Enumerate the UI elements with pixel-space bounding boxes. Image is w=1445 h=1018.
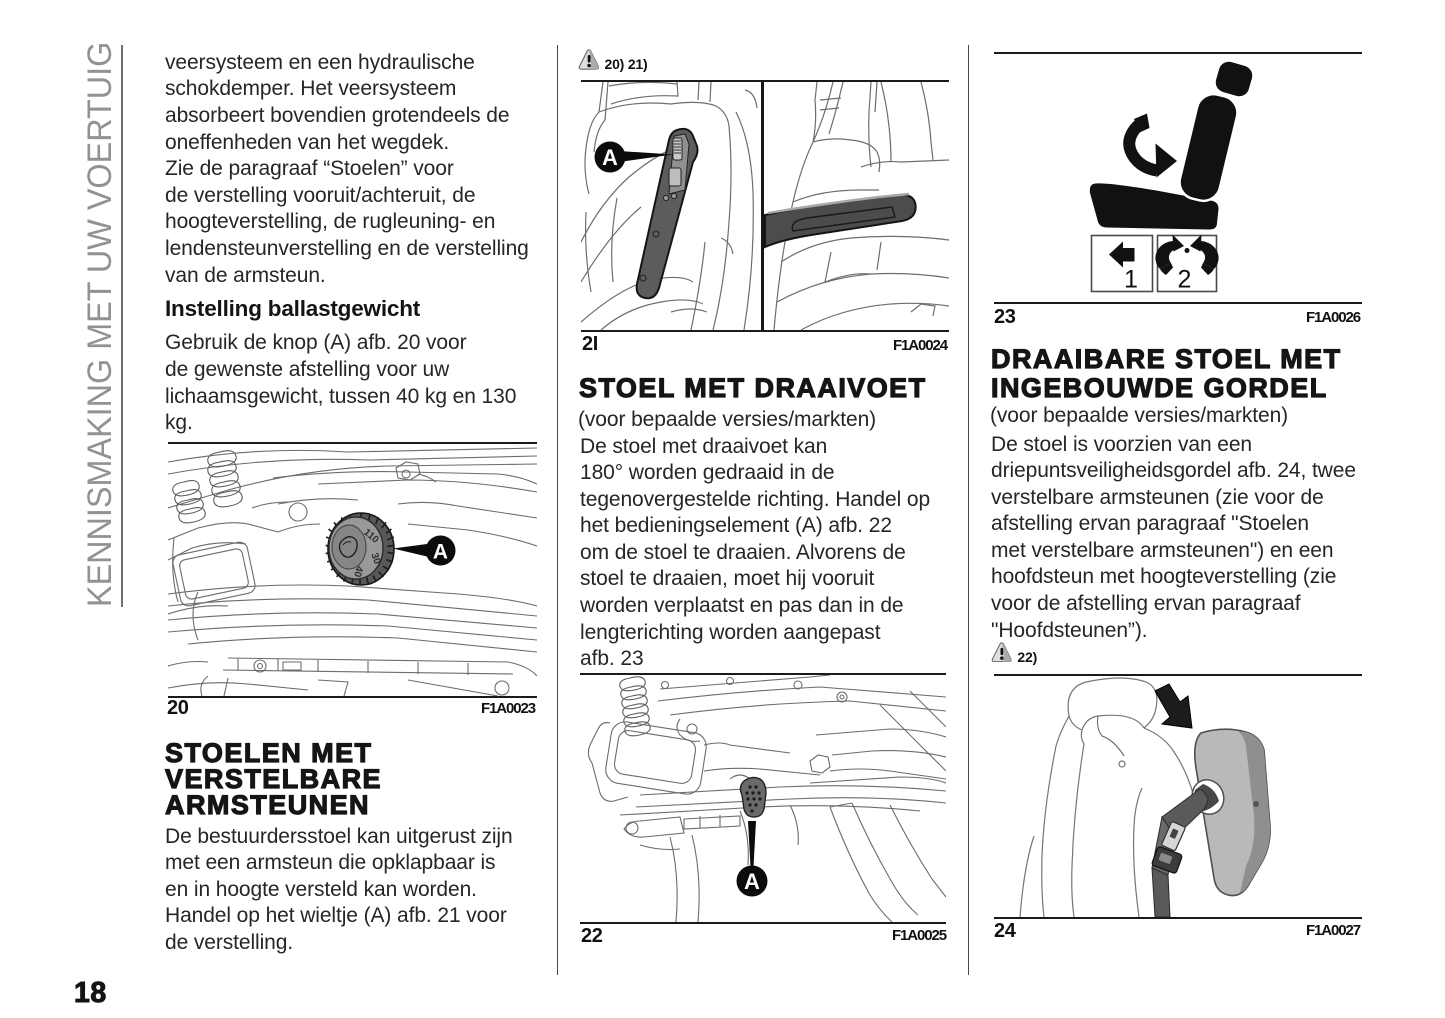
svg-text:30: 30 — [368, 552, 382, 566]
svg-text:A: A — [433, 541, 448, 564]
svg-text:A: A — [744, 869, 760, 894]
svg-text:2: 2 — [1178, 266, 1192, 294]
svg-text:A: A — [602, 145, 618, 170]
svg-text:1: 1 — [1124, 266, 1138, 294]
svg-text:40: 40 — [351, 565, 365, 579]
